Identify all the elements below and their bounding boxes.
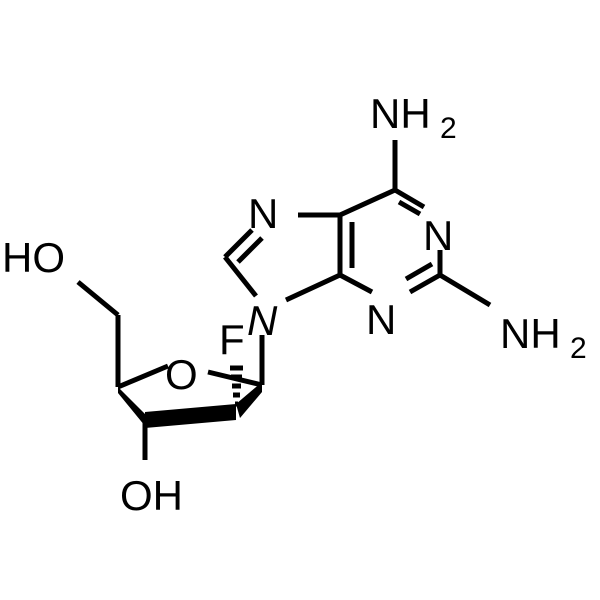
bond-c5prime-o5prime <box>76 280 120 317</box>
bond-n7-c8-double <box>236 236 264 264</box>
bond-c8-n9 <box>223 255 258 298</box>
bond-c6-n1-double <box>397 199 422 217</box>
bond-c6-n1 <box>393 187 426 210</box>
label-ho: HO <box>2 234 65 281</box>
wedge-c2prime-c1prime <box>236 382 262 418</box>
bond-o4prime-c4prime <box>117 363 169 390</box>
bond-c2prime-f-hashed <box>230 365 243 407</box>
wedge-c4prime-c3prime <box>118 387 145 426</box>
label-nh2-right: NH <box>500 310 561 357</box>
atom-labels: NH 2 N N N N NH 2 F O HO OH <box>2 90 587 519</box>
label-nh2-top: NH <box>370 90 431 137</box>
bonds <box>76 140 492 460</box>
label-n3: N <box>366 296 396 343</box>
label-nh2-top-sub: 2 <box>440 112 457 145</box>
bond-c2-nh2 <box>438 272 492 308</box>
label-nh2-right-sub: 2 <box>570 332 587 365</box>
label-n9: N <box>247 297 278 344</box>
bond-c2-n3 <box>408 272 442 295</box>
bond-n3-c4 <box>338 272 374 295</box>
bond-c2-n3-double <box>404 261 434 282</box>
label-n7: N <box>248 190 278 237</box>
bond-n9-c4 <box>284 272 342 303</box>
label-o-ring: O <box>165 351 198 398</box>
bond-n7-c8 <box>223 228 254 259</box>
bond-c5-c6 <box>338 187 397 218</box>
label-oh: OH <box>120 472 183 519</box>
wedge-c3prime-c2prime-bold <box>145 404 236 428</box>
label-n1: N <box>423 212 453 259</box>
label-f: F <box>219 316 245 363</box>
